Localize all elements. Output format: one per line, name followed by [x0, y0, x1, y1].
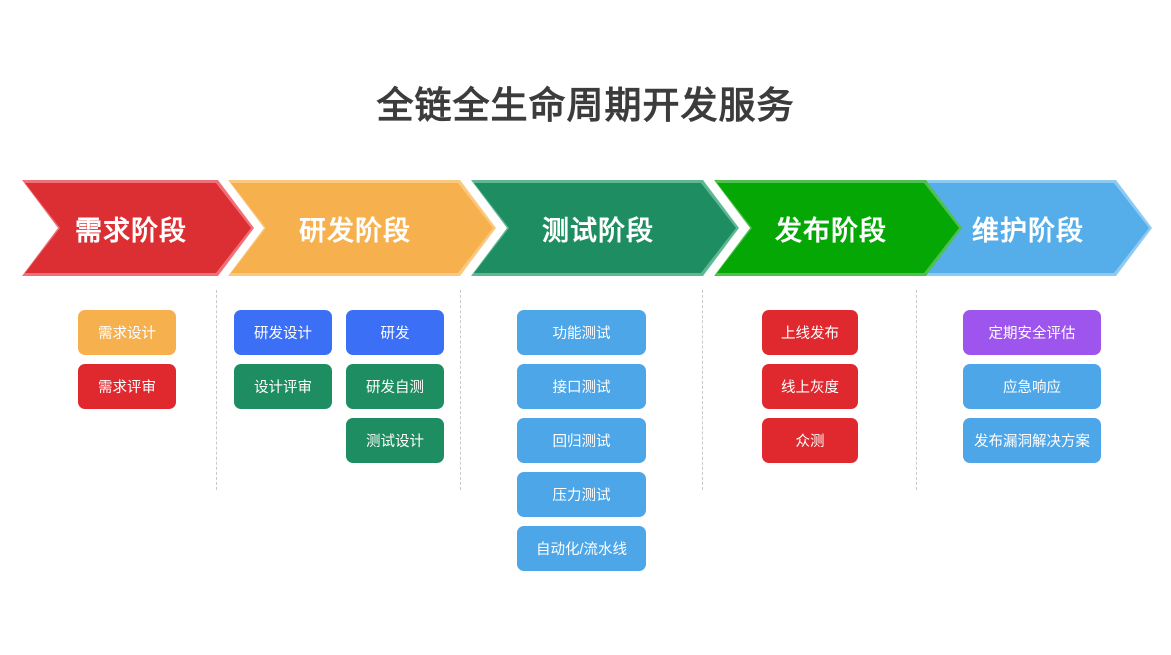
task-chip[interactable]: 定期安全评估 — [963, 310, 1101, 355]
testing-column: 功能测试接口测试回归测试压力测试自动化/流水线 — [517, 310, 646, 580]
task-chip[interactable]: 回归测试 — [517, 418, 646, 463]
development-column-group-2: 研发研发自测测试设计 — [346, 310, 444, 472]
task-chip[interactable]: 压力测试 — [517, 472, 646, 517]
column-divider-3 — [702, 290, 703, 490]
task-chip[interactable]: 需求设计 — [78, 310, 176, 355]
column-divider-1 — [216, 290, 217, 490]
development-column: 研发设计设计评审研发研发自测测试设计 — [234, 310, 444, 472]
task-chip[interactable]: 设计评审 — [234, 364, 332, 409]
stage-label: 发布阶段 — [775, 215, 887, 246]
development-column-group-1: 研发设计设计评审 — [234, 310, 332, 472]
task-chip[interactable]: 众测 — [762, 418, 858, 463]
maintenance-column-group-1: 定期安全评估应急响应发布漏洞解决方案 — [963, 310, 1101, 472]
stage-arrow-fill — [22, 180, 254, 276]
stage-label: 维护阶段 — [972, 215, 1084, 246]
task-chip[interactable]: 上线发布 — [762, 310, 858, 355]
stage-label: 研发阶段 — [299, 215, 411, 246]
column-divider-4 — [916, 290, 917, 490]
task-chip[interactable]: 研发 — [346, 310, 444, 355]
task-chip[interactable]: 研发设计 — [234, 310, 332, 355]
stage-arrow-band: 需求阶段 研发阶段 测试阶段 发布阶段 维护阶段 — [22, 180, 1152, 276]
stage-arrow-1[interactable]: 需求阶段 — [22, 180, 254, 276]
stage-arrow-fill — [471, 180, 739, 276]
stage-arrow-fill — [714, 180, 962, 276]
requirement-column: 需求设计需求评审 — [78, 310, 176, 418]
stage-label: 需求阶段 — [75, 215, 187, 246]
stage-arrow-fill — [228, 180, 496, 276]
stage-label: 测试阶段 — [542, 215, 654, 246]
page-title: 全链全生命周期开发服务 — [376, 85, 795, 126]
task-chip[interactable]: 发布漏洞解决方案 — [963, 418, 1101, 463]
release-column-group-1: 上线发布线上灰度众测 — [762, 310, 858, 472]
task-chip[interactable]: 应急响应 — [963, 364, 1101, 409]
stage-arrow-4[interactable]: 发布阶段 — [714, 180, 962, 276]
requirement-column-group-1: 需求设计需求评审 — [78, 310, 176, 418]
stage-arrow-3[interactable]: 测试阶段 — [471, 180, 739, 276]
testing-column-group-1: 功能测试接口测试回归测试压力测试自动化/流水线 — [517, 310, 646, 580]
task-chip[interactable]: 功能测试 — [517, 310, 646, 355]
task-chip[interactable]: 线上灰度 — [762, 364, 858, 409]
task-chip[interactable]: 测试设计 — [346, 418, 444, 463]
task-chip[interactable]: 研发自测 — [346, 364, 444, 409]
task-chip[interactable]: 自动化/流水线 — [517, 526, 646, 571]
stage-arrow-2[interactable]: 研发阶段 — [228, 180, 496, 276]
task-chip[interactable]: 需求评审 — [78, 364, 176, 409]
release-column: 上线发布线上灰度众测 — [762, 310, 858, 472]
task-chip[interactable]: 接口测试 — [517, 364, 646, 409]
maintenance-column: 定期安全评估应急响应发布漏洞解决方案 — [963, 310, 1101, 472]
column-divider-2 — [460, 290, 461, 490]
